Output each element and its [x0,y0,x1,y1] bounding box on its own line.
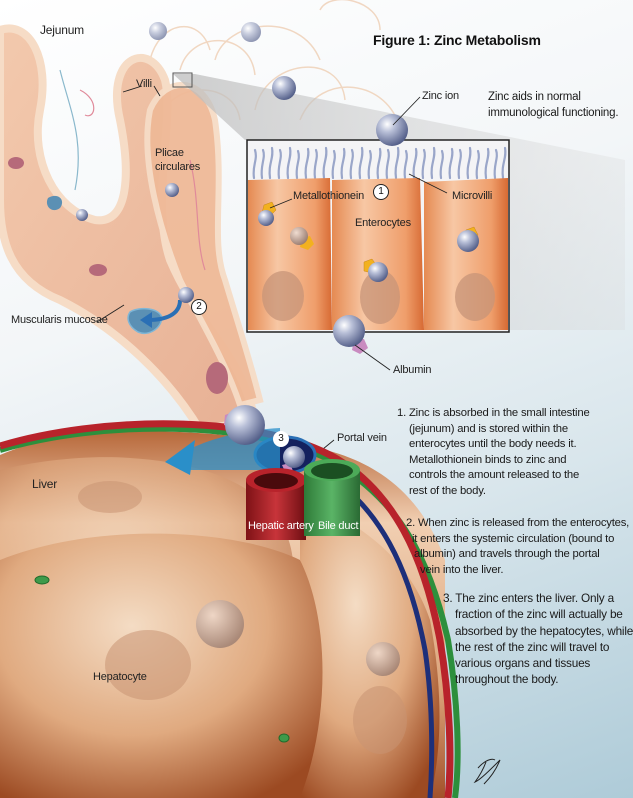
step-line: 3. The zinc enters the liver. Only a [443,591,614,605]
step-line: it enters the systemic circulation (boun… [412,532,615,545]
magnification-beam [173,74,625,330]
step-line: albumin) and travels through the portal [414,548,600,560]
step-marker-3: 3 [273,431,289,447]
step-line: 2. When zinc is released from the entero… [406,517,630,529]
portal-vein [165,405,317,476]
step-marker-2: 2 [191,299,207,315]
label-line: Plicae [155,147,184,159]
step-line: enterocytes until the body needs it. [409,438,577,450]
side-note: Zinc aids in normal immunological functi… [488,90,619,121]
artist-signature [473,758,501,785]
label-plicae-circulares: Plicae circulares [155,146,200,174]
step-line: the rest of the zinc will travel to [455,639,610,654]
step-line: Metallothionein binds to zinc and [409,453,567,466]
side-note-line: Zinc aids in normal [488,91,581,103]
label-bile-duct: Bile duct [318,520,359,532]
figure-title: Figure 1: Zinc Metabolism [373,32,541,48]
step-line: rest of the body. [409,484,486,497]
label-portal-vein: Portal vein [337,432,387,444]
step-line: various organs and tissues [455,656,591,671]
step-2-text: 2. When zinc is released from the entero… [406,516,629,578]
label-hepatic-artery: Hepatic artery [248,520,314,532]
label-albumin: Albumin [393,364,432,376]
enterocyte-inset [246,139,510,354]
label-enterocytes: Enterocytes [355,217,411,229]
step-line: fraction of the zinc will actually be [455,607,623,622]
liver [0,431,445,798]
step-line: absorbed by the hepatocytes, while [455,623,633,638]
label-liver: Liver [32,477,58,491]
step-line: (jejunum) and is stored within the [409,422,568,435]
jejunum-tissue [0,24,264,435]
hepatic-artery-tube [246,468,306,540]
vessels [0,420,461,798]
step-3-text: 3. The zinc enters the liver. Only a fra… [443,590,633,688]
step-line: 1. Zinc is absorbed in the small intesti… [397,407,590,419]
step-line: controls the amount released to the [409,469,580,481]
label-muscularis-mucosae: Muscularis mucosae [11,314,108,326]
label-microvilli: Microvilli [452,190,493,202]
step-marker-1: 1 [373,184,389,200]
magnification-box [172,72,193,88]
bile-duct-tube [304,459,360,536]
plicae-fold [144,82,264,409]
label-zinc-ion: Zinc ion [422,90,459,102]
label-hepatocyte: Hepatocyte [93,671,147,683]
label-jejunum: Jejunum [40,23,84,37]
label-line: circulares [155,161,201,173]
side-note-line: immunological functioning. [488,106,619,119]
step-line: throughout the body. [455,672,559,687]
label-metallothionein: Metallothionein [293,190,364,202]
label-villi: Villi [136,78,152,90]
step-line: vein into the liver. [420,563,504,576]
step-1-text: 1. Zinc is absorbed in the small intesti… [397,406,590,499]
